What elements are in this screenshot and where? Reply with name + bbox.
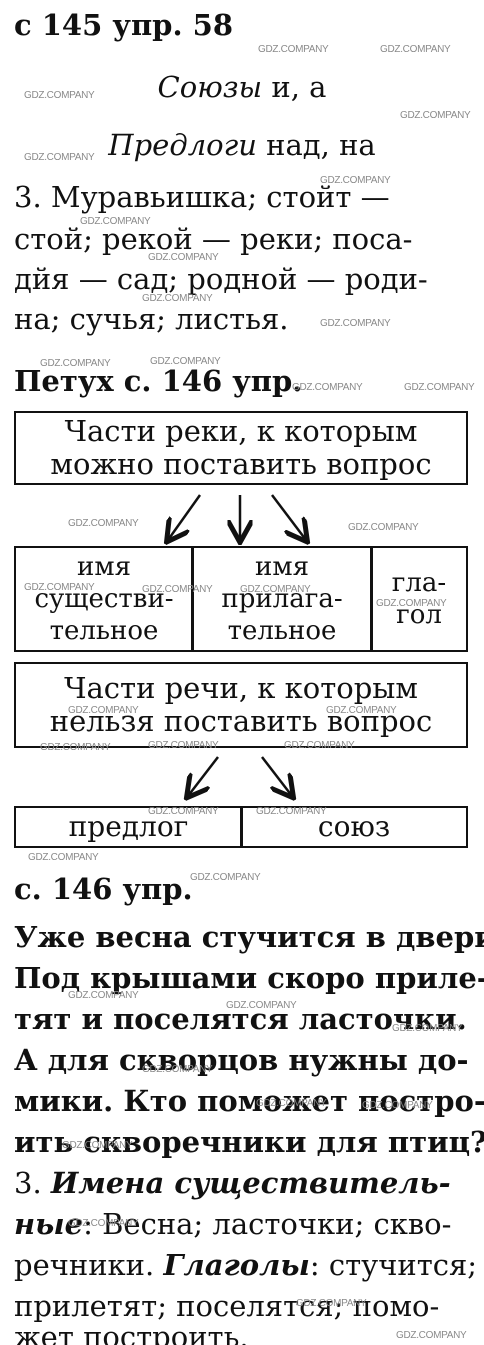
watermark: GDZ.COMPANY xyxy=(296,1298,367,1309)
cell-line: предлог xyxy=(68,810,189,843)
text-line: Под крышами скоро приле- xyxy=(14,961,484,995)
watermark: GDZ.COMPANY xyxy=(404,382,475,393)
watermark: GDZ.COMPANY xyxy=(226,1000,297,1011)
text-part: : стучится; xyxy=(309,1248,478,1282)
watermark: GDZ.COMPANY xyxy=(400,110,471,121)
cell-line: тельное xyxy=(49,616,159,646)
watermark: GDZ.COMPANY xyxy=(256,1098,327,1109)
watermark: GDZ.COMPANY xyxy=(380,44,451,55)
nouns-label-end: ные xyxy=(14,1207,84,1241)
watermark: GDZ.COMPANY xyxy=(392,1023,463,1034)
watermark: GDZ.COMPANY xyxy=(320,318,391,329)
box-line: нельзя поставить вопрос xyxy=(49,704,433,738)
text-line: 3. Муравьишка; стойт — xyxy=(14,180,390,214)
text-line: жет построить. xyxy=(14,1330,249,1345)
watermark: GDZ.COMPANY xyxy=(28,852,99,863)
watermark: GDZ.COMPANY xyxy=(80,216,151,227)
watermark: GDZ.COMPANY xyxy=(348,522,419,533)
watermark: GDZ.COMPANY xyxy=(148,806,219,817)
cell-noun: имя существи- тельное xyxy=(14,546,194,652)
watermark: GDZ.COMPANY xyxy=(142,584,213,595)
watermark: GDZ.COMPANY xyxy=(240,584,311,595)
nouns-label: Имена существитель- xyxy=(50,1166,451,1200)
section-title: Петух с. 146 упр. xyxy=(14,364,303,398)
text-line: тят и поселятся ласточки. xyxy=(14,1002,467,1036)
watermark: GDZ.COMPANY xyxy=(258,44,329,55)
watermark: GDZ.COMPANY xyxy=(150,356,221,367)
cell-verb: гла- гол xyxy=(370,546,468,652)
watermark: GDZ.COMPANY xyxy=(142,293,213,304)
cell-adjective: имя прилага- тельное xyxy=(191,546,373,652)
text-line: ные: Весна; ласточки; скво- xyxy=(14,1207,451,1241)
arrow-right xyxy=(271,494,306,540)
watermark: GDZ.COMPANY xyxy=(24,582,95,593)
text-line: дйя — сад; родной — роди- xyxy=(14,262,428,296)
cell-line: имя xyxy=(77,552,131,582)
watermark: GDZ.COMPANY xyxy=(40,358,111,369)
prepositions-line: Предлоги над, на xyxy=(0,128,484,162)
watermark: GDZ.COMPANY xyxy=(68,990,139,1001)
cell-line: гла- xyxy=(391,568,447,598)
arrow-left xyxy=(168,494,202,540)
text-line: стой; рекой — реки; поса- xyxy=(14,222,413,256)
watermark: GDZ.COMPANY xyxy=(40,742,111,753)
text-line: А для скворцов нужны до- xyxy=(14,1043,469,1077)
watermark: GDZ.COMPANY xyxy=(24,152,95,163)
cell-line: союз xyxy=(317,810,391,843)
text-part: 3. xyxy=(14,1166,51,1200)
watermark: GDZ.COMPANY xyxy=(148,252,219,263)
verbs-label: Глаголы xyxy=(163,1248,310,1282)
section-title: с. 146 упр. xyxy=(14,872,193,906)
box-line: можно поставить вопрос xyxy=(50,447,432,481)
text-line: ить скворечники для птиц? xyxy=(14,1125,484,1159)
watermark: GDZ.COMPANY xyxy=(376,598,447,609)
cell-line: существи- xyxy=(34,584,174,614)
cell-line: прилага- xyxy=(221,584,343,614)
conjunctions-values: и, а xyxy=(262,70,327,104)
watermark: GDZ.COMPANY xyxy=(24,90,95,101)
watermark: GDZ.COMPANY xyxy=(148,740,219,751)
text-line: мики. Кто поможет постро- xyxy=(14,1084,484,1118)
watermark: GDZ.COMPANY xyxy=(68,518,139,529)
conjunctions-label: Союзы xyxy=(157,70,263,104)
watermark: GDZ.COMPANY xyxy=(362,1100,433,1111)
watermark: GDZ.COMPANY xyxy=(292,382,363,393)
cell-line: имя xyxy=(255,552,309,582)
text-line: речники. Глаголы: стучится; xyxy=(14,1248,477,1282)
text-part: : Весна; ласточки; скво- xyxy=(83,1207,452,1241)
watermark: GDZ.COMPANY xyxy=(68,1218,139,1229)
prepositions-label: Предлоги xyxy=(108,128,257,162)
middle-diagram-box: Части речи, к которым нельзя поставить в… xyxy=(14,662,468,748)
prepositions-values: над, на xyxy=(256,128,376,162)
text-line: на; сучья; листья. xyxy=(14,302,289,336)
watermark: GDZ.COMPANY xyxy=(190,872,261,883)
cell-line: гол xyxy=(396,600,442,630)
cell-preposition: предлог xyxy=(14,806,243,848)
text-line: 3. Имена существитель- xyxy=(14,1166,451,1200)
watermark: GDZ.COMPANY xyxy=(284,740,355,751)
text-part: речники. xyxy=(14,1248,164,1282)
box-line: Части реки, к которым xyxy=(64,414,418,448)
text-line: прилетят; поселятся; помо- xyxy=(14,1289,440,1323)
watermark: GDZ.COMPANY xyxy=(320,175,391,186)
cell-line: тельное xyxy=(227,616,337,646)
watermark: GDZ.COMPANY xyxy=(142,1064,213,1075)
arrow-lower-right xyxy=(261,756,292,796)
text-line: Уже весна стучится в двери. xyxy=(14,920,484,954)
arrow-lower-left xyxy=(188,756,219,796)
watermark: GDZ.COMPANY xyxy=(68,705,139,716)
cell-conjunction: союз xyxy=(240,806,468,848)
watermark: GDZ.COMPANY xyxy=(256,806,327,817)
top-diagram-box: Части реки, к которым можно поставить во… xyxy=(14,411,468,485)
page-reference: с 145 упр. 58 xyxy=(14,8,234,42)
box-line: Части речи, к которым xyxy=(64,671,418,705)
watermark: GDZ.COMPANY xyxy=(396,1330,467,1341)
conjunctions-line: Союзы и, а xyxy=(0,70,484,104)
watermark: GDZ.COMPANY xyxy=(326,705,397,716)
watermark: GDZ.COMPANY xyxy=(62,1140,133,1151)
